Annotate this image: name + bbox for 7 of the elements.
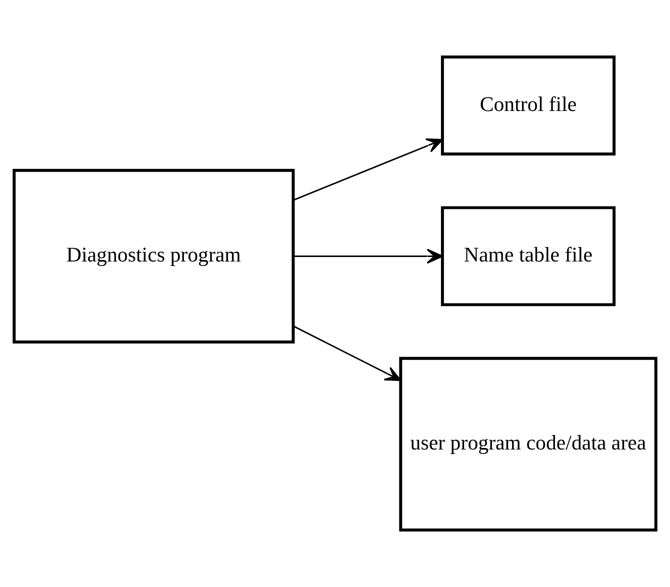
arrow <box>293 138 443 201</box>
node-box: Diagnostics program <box>12 168 295 344</box>
arrow <box>293 326 402 382</box>
arrow <box>294 248 443 264</box>
node-box: Control file <box>440 55 616 156</box>
node-box: user program code/data area <box>399 356 658 532</box>
node-box: Name table file <box>440 206 616 306</box>
